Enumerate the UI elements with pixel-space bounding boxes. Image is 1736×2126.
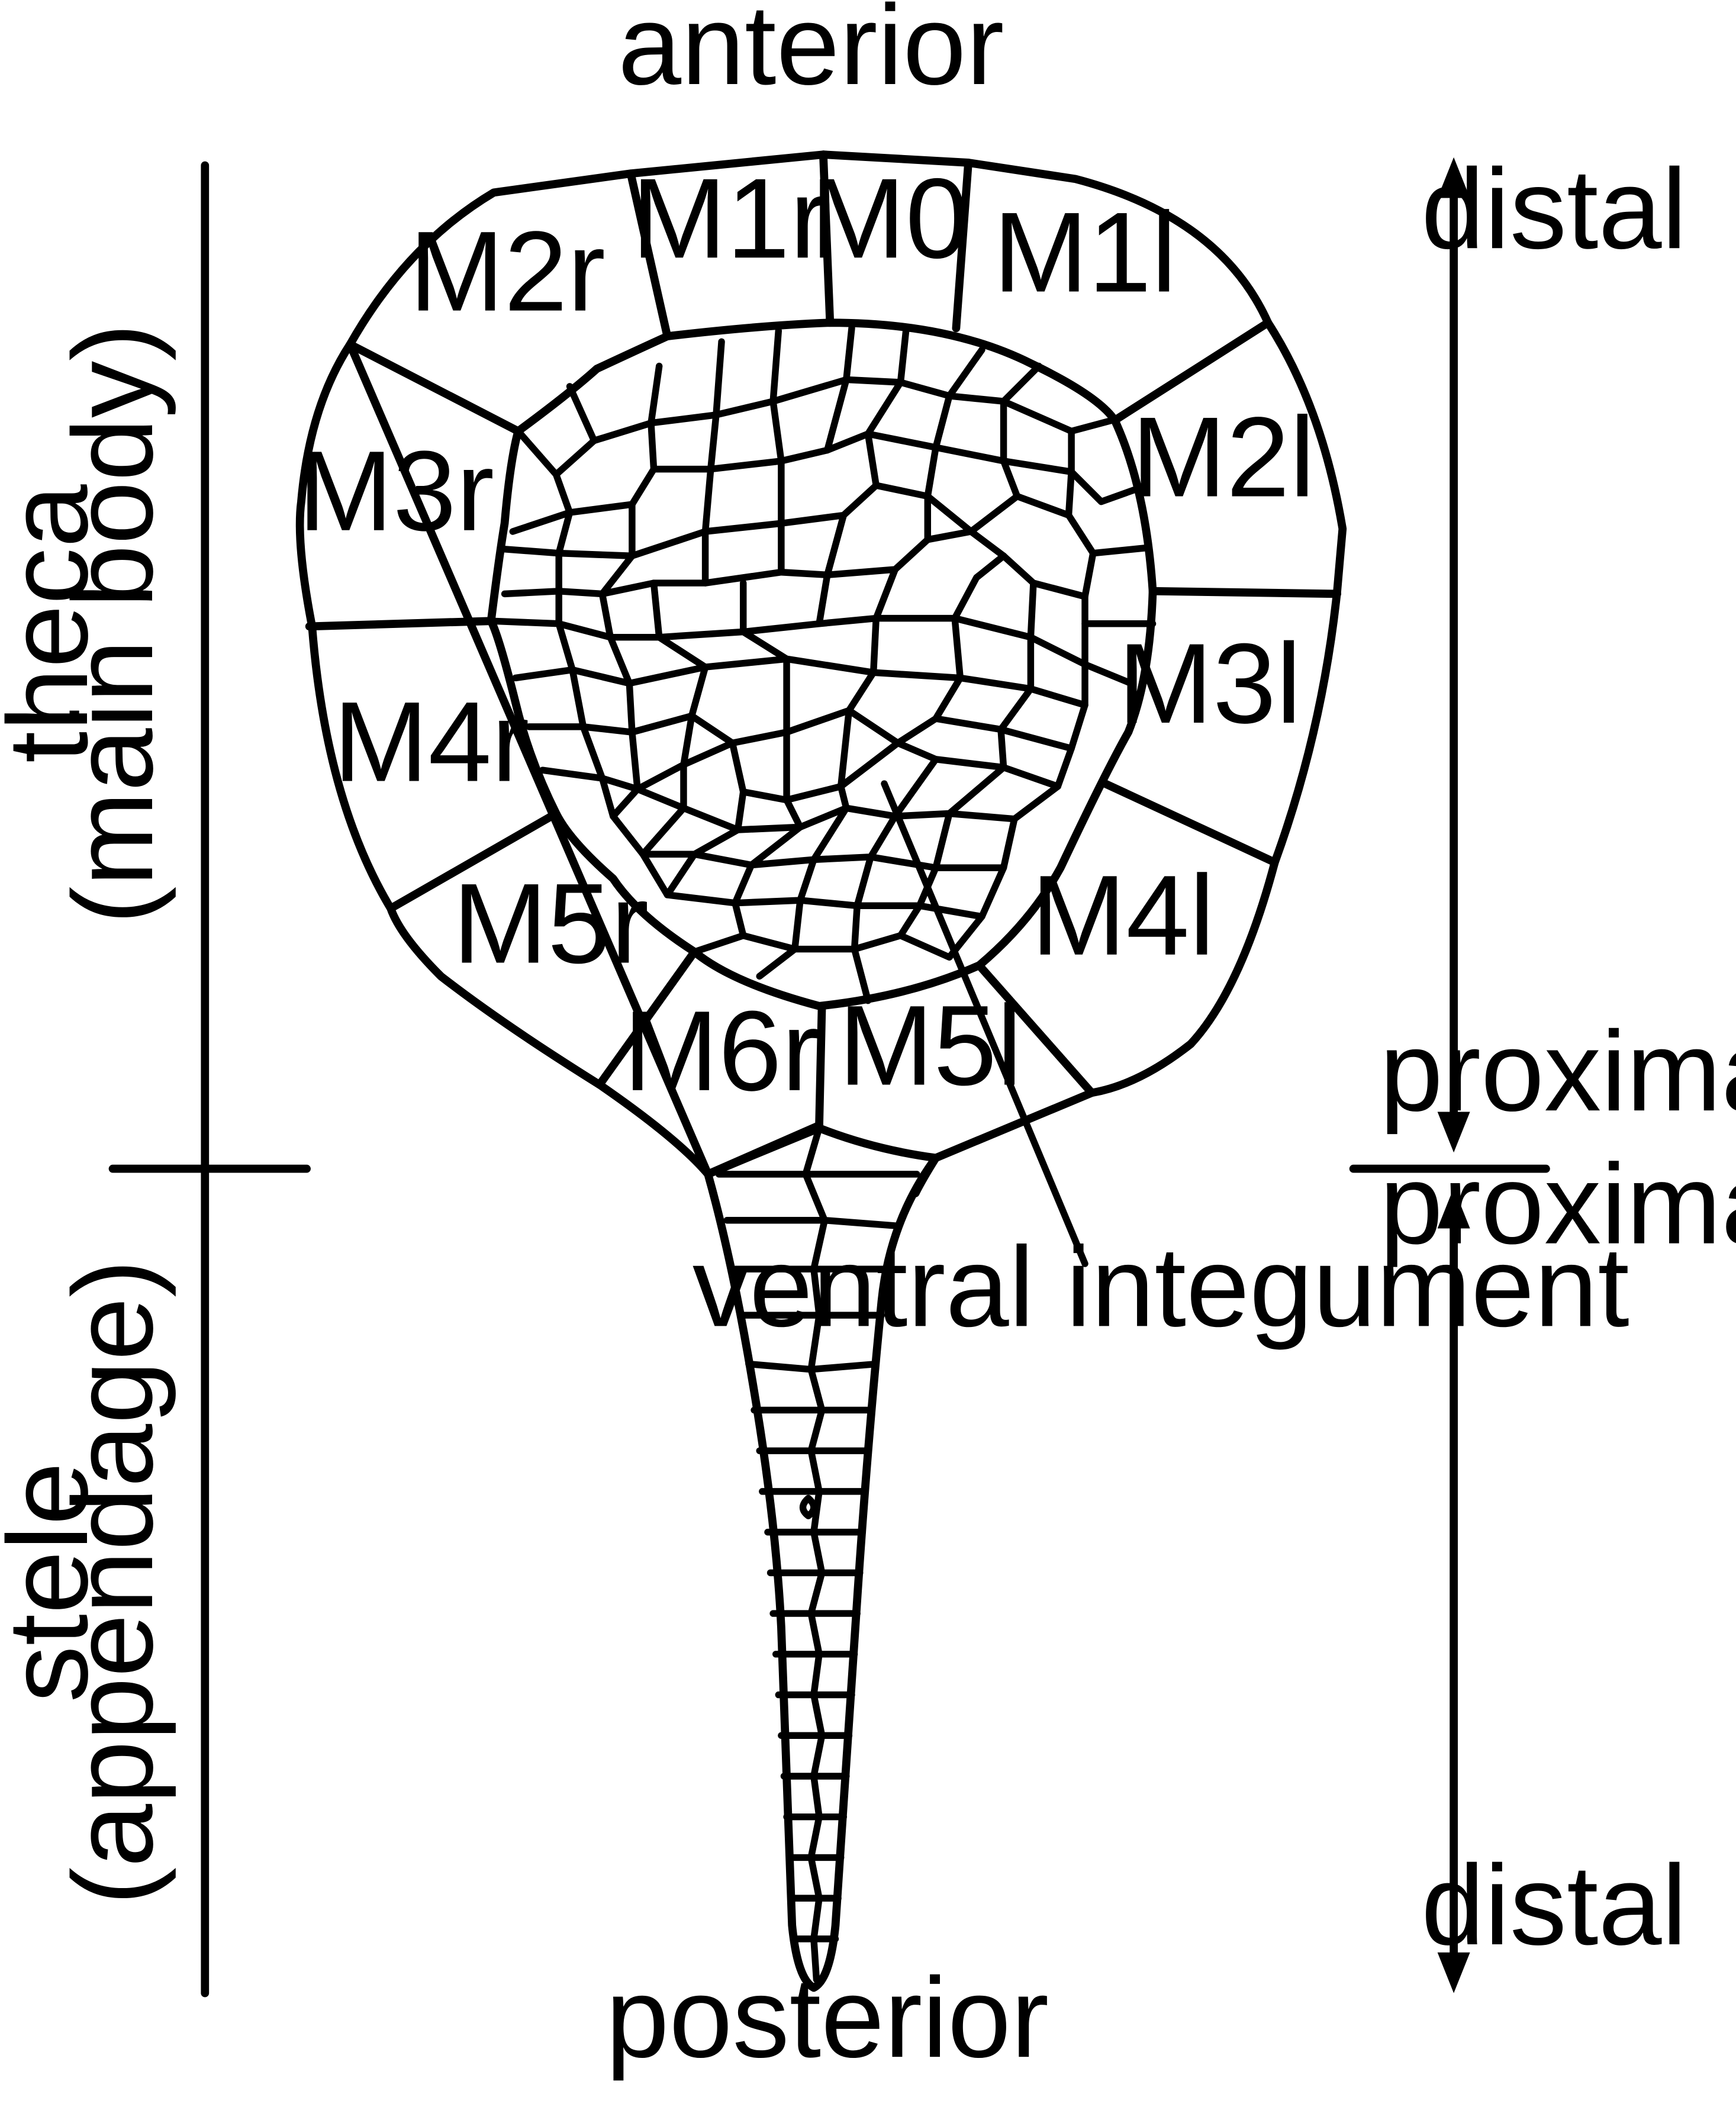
arrow-down-icon xyxy=(1437,1952,1470,1993)
plate-m3r: M3r xyxy=(298,427,494,555)
ventral-integument-outline xyxy=(487,318,1157,1010)
posterior-label: posterior xyxy=(605,1954,1049,2081)
stele-label-group: stele (appendage) xyxy=(0,1260,176,1905)
plate-m1l: M1l xyxy=(993,189,1177,316)
proximal-upper-label: proximal xyxy=(1380,1007,1736,1135)
stele-label: stele xyxy=(0,1462,111,1702)
plate-sutures xyxy=(305,150,1341,1178)
plate-m0: M0 xyxy=(811,154,969,282)
theca-label-group: theca (main body) xyxy=(0,323,176,925)
distal-top-label: distal xyxy=(1421,145,1687,272)
anterior-label: anterior xyxy=(618,0,1004,108)
plate-m1r: M1r xyxy=(632,154,827,282)
arrow-up-icon xyxy=(1437,157,1470,198)
theca-sub-label: (main body) xyxy=(49,323,176,925)
stele-outline xyxy=(704,1154,940,1992)
plate-m4l: M4l xyxy=(1031,852,1215,979)
plate-m6r: M6r xyxy=(623,987,819,1114)
plate-m4r: M4r xyxy=(333,678,529,806)
stele-sub-label: (appendage) xyxy=(49,1260,176,1905)
right-axis xyxy=(1349,157,1550,1993)
ventral-cell-mesh xyxy=(487,324,1157,1004)
stele-cell-mesh xyxy=(715,1125,920,1983)
plate-m3l: M3l xyxy=(1118,620,1302,747)
arrow-up-icon xyxy=(1437,1187,1470,1229)
ventral-integument-label: ventral integument xyxy=(693,1223,1629,1350)
distal-bottom-label: distal xyxy=(1421,1841,1687,1969)
theca-label: theca xyxy=(0,484,111,763)
plate-m2r: M2r xyxy=(409,208,605,335)
proximal-lower-label: proximal xyxy=(1380,1141,1736,1268)
plate-m5r: M5r xyxy=(453,859,649,987)
ventral-leader-line xyxy=(881,780,1088,1267)
arrow-down-icon xyxy=(1437,1112,1470,1153)
plate-m2l: M2l xyxy=(1132,393,1315,520)
plate-m5l: M5l xyxy=(839,982,1022,1109)
